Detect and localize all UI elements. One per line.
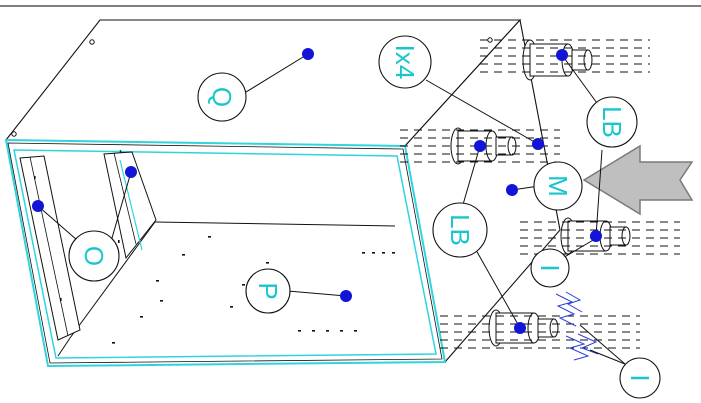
interior-edge xyxy=(57,337,71,357)
left-arrow-icon xyxy=(582,144,694,216)
screw-hole xyxy=(89,39,95,45)
callout-ix4-label: Ix4 xyxy=(390,45,420,80)
callout-dot xyxy=(532,138,544,150)
callout-p-label: P xyxy=(253,282,283,299)
callout-q: Q xyxy=(197,72,247,122)
left-rail-edge xyxy=(29,156,69,337)
callout-i-bottom: I xyxy=(619,357,661,399)
callout-dot xyxy=(32,200,44,212)
right-rail-edge xyxy=(113,152,137,245)
callout-dot xyxy=(474,140,486,152)
interior-edge xyxy=(154,221,396,227)
callout-lb-top: LB xyxy=(586,96,638,148)
callout-m-label: M xyxy=(543,175,573,197)
screw-hole xyxy=(11,131,17,137)
front-frame-inner xyxy=(13,149,437,359)
callout-dots xyxy=(32,48,602,334)
leveling-base-left xyxy=(400,127,560,165)
interior-edge xyxy=(69,221,156,339)
callout-dot xyxy=(125,166,137,178)
callout-o: O xyxy=(68,230,120,282)
right-rail-edge-cyan xyxy=(119,159,143,251)
callout-dot xyxy=(514,322,526,334)
callout-ix4: Ix4 xyxy=(378,35,432,89)
spring-clip-icon xyxy=(555,291,599,361)
callout-i-bottom-label: I xyxy=(625,374,655,381)
callout-o-label: O xyxy=(79,246,109,266)
callout-dot xyxy=(506,184,518,196)
callout-lb-left-label: LB xyxy=(445,214,475,246)
callout-i-mid-label: I xyxy=(535,264,565,271)
floor-holes xyxy=(34,176,395,344)
right-rail xyxy=(103,151,157,260)
callout-m: M xyxy=(533,161,583,211)
callout-q-label: Q xyxy=(207,87,237,107)
callout-dot xyxy=(556,49,568,61)
front-frame-outer xyxy=(4,138,447,368)
callout-dot xyxy=(590,230,602,242)
callout-lb-left: LB xyxy=(432,202,488,258)
front-frame-dark-edge xyxy=(7,142,443,364)
callout-dot xyxy=(340,290,352,302)
callout-lb-top-label: LB xyxy=(597,106,627,138)
callout-p: P xyxy=(245,268,291,314)
callout-i-mid: I xyxy=(530,248,570,288)
callout-dot xyxy=(302,48,314,60)
